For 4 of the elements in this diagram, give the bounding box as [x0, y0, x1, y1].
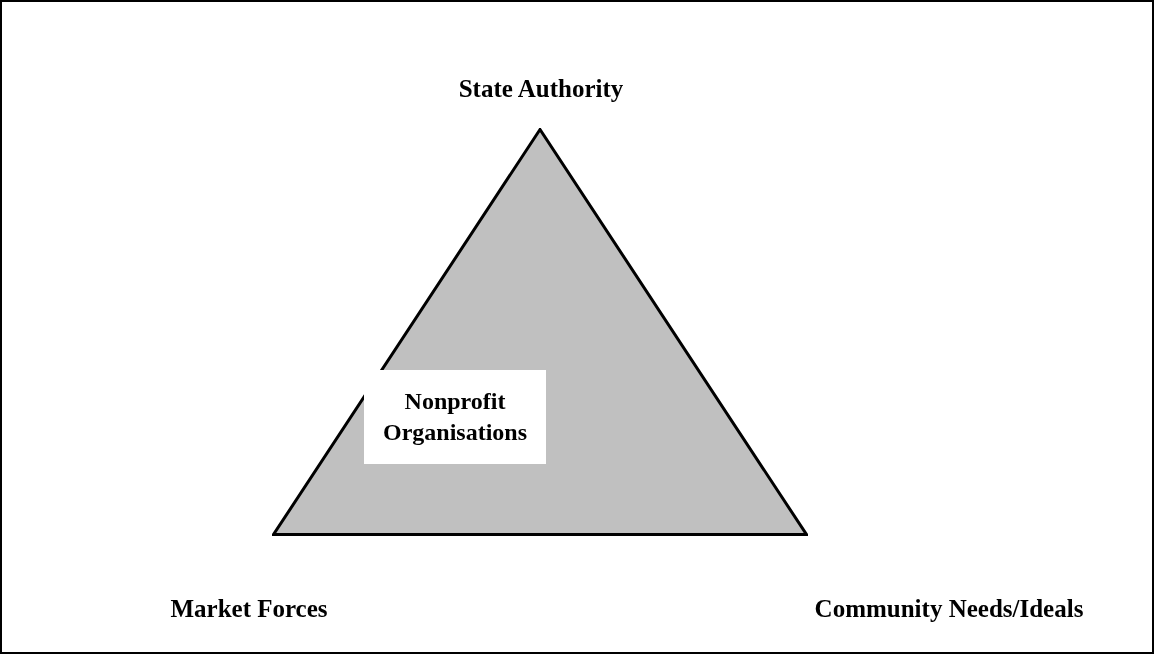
- corner-label: Community Needs/Ideals: [814, 594, 1084, 624]
- corner-label: Market Forces: [170, 594, 328, 624]
- text-box: Nonprofit Organisations: [364, 370, 546, 464]
- corner-label: State Authority: [458, 74, 624, 104]
